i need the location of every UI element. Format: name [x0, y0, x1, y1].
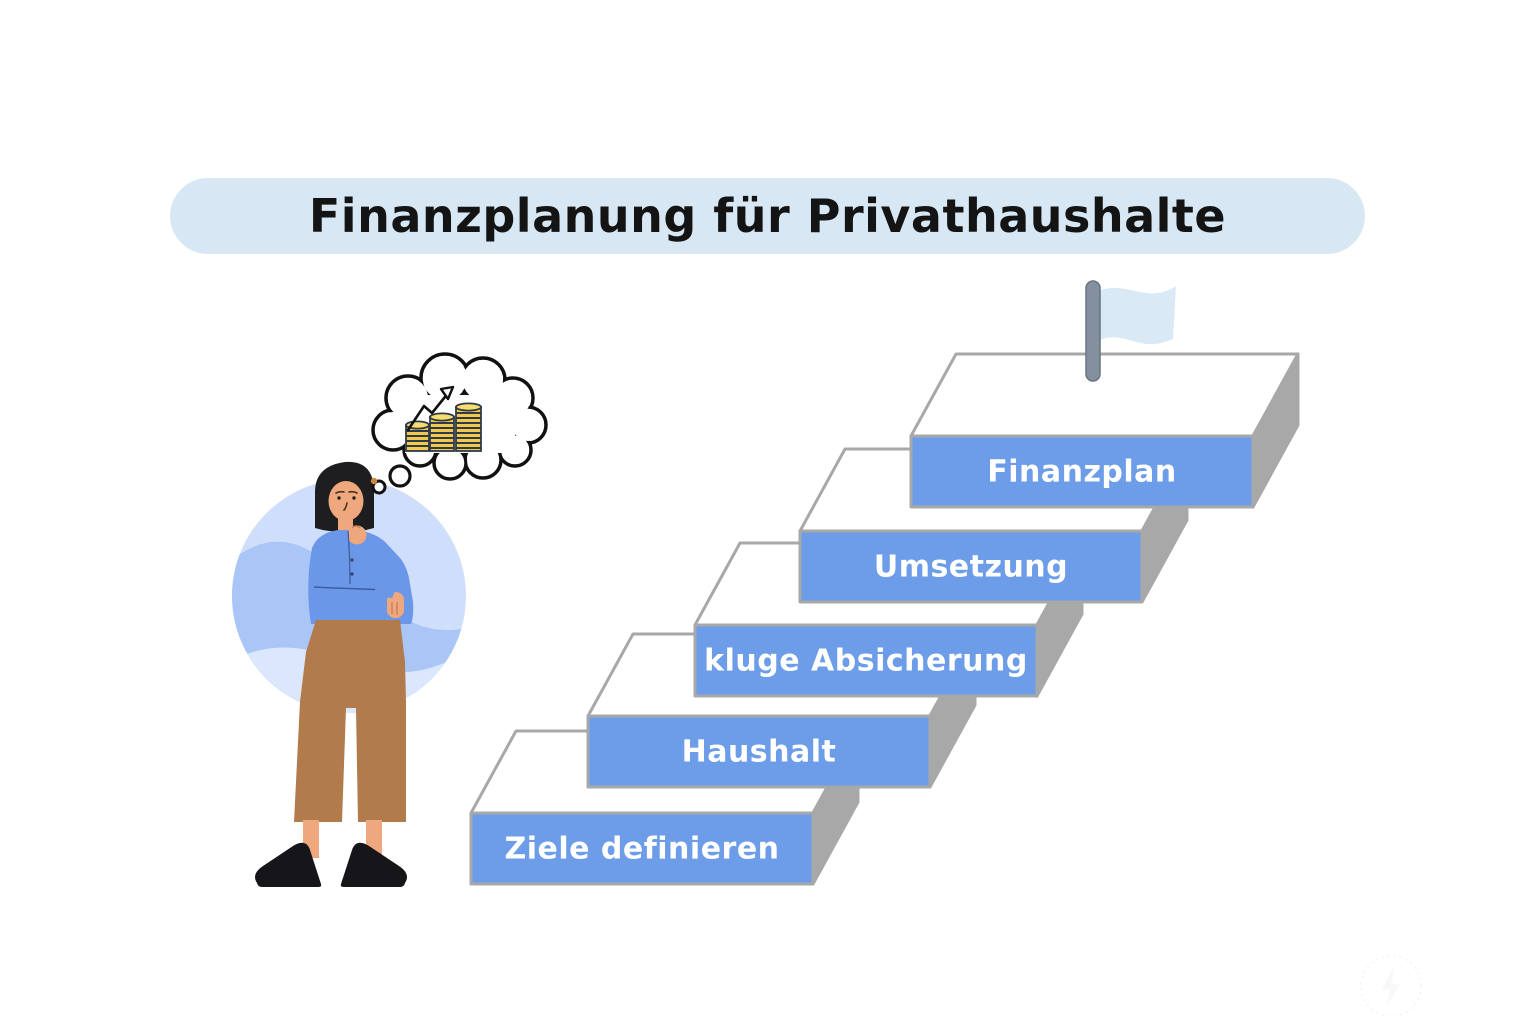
faint-logo-watermark — [1360, 955, 1422, 1017]
flag-cloth — [1098, 286, 1176, 345]
step-label: Umsetzung — [874, 550, 1068, 585]
title-banner: Finanzplanung für Privathaushalte — [170, 178, 1365, 254]
thought-bubble-icon — [370, 352, 548, 495]
shirt-details — [347, 530, 351, 585]
folded-arm — [311, 585, 393, 611]
person-figure — [255, 461, 414, 887]
flag-pole — [1085, 280, 1101, 382]
step-front-face — [909, 434, 1255, 509]
step-front-face — [469, 811, 815, 886]
bangs — [326, 468, 366, 497]
face — [328, 481, 364, 521]
hand-at-chin — [347, 525, 367, 545]
step-front-face — [586, 714, 932, 789]
face-details — [335, 490, 358, 511]
goal-flag-icon — [1085, 280, 1176, 382]
step-top-face — [909, 352, 1300, 438]
page-title: Finanzplanung für Privathaushalte — [308, 189, 1227, 243]
growth-arrow-icon — [406, 385, 455, 432]
step-label: Haushalt — [682, 735, 837, 770]
step-label: Ziele definieren — [504, 832, 779, 867]
step-front-face — [798, 529, 1144, 604]
step-finanzplan: Finanzplan — [909, 352, 1300, 509]
step-label: Finanzplan — [987, 455, 1177, 490]
pants — [294, 620, 406, 822]
step-ziele-definieren: Ziele definieren — [469, 729, 860, 886]
staircase: Ziele definieren Haushalt kluge Absicher… — [469, 280, 1300, 886]
step-label: kluge Absicherung — [704, 644, 1028, 679]
coin-stacks-icon — [405, 402, 482, 452]
hand-hanging — [387, 592, 404, 618]
raised-arm — [352, 537, 397, 598]
right-shoe — [340, 842, 407, 887]
left-shoe — [255, 842, 322, 887]
step-front-face — [693, 623, 1039, 698]
